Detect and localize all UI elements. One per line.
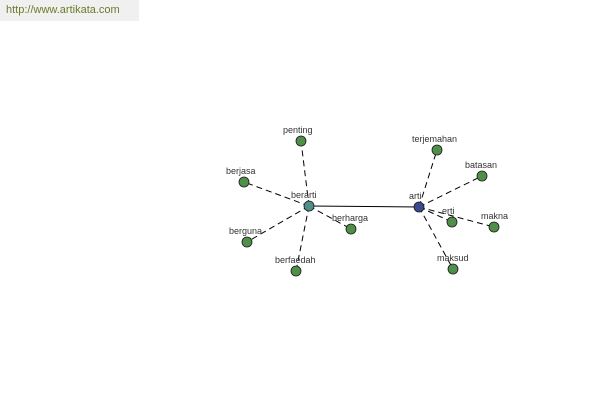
edge-berarti-berharga: [308, 205, 352, 230]
edge-berarti-penting: [300, 140, 310, 207]
label-berarti[interactable]: berarti: [291, 190, 317, 200]
node-makna[interactable]: [488, 221, 500, 233]
edge-berarti-berfaedah: [295, 205, 310, 272]
label-berguna[interactable]: berguna: [229, 226, 262, 236]
node-berguna[interactable]: [241, 236, 253, 248]
label-maksud[interactable]: maksud: [437, 253, 469, 263]
node-erti[interactable]: [446, 216, 458, 228]
node-berfaedah[interactable]: [290, 265, 302, 277]
node-batasan[interactable]: [476, 170, 488, 182]
edge-berarti-arti: [308, 205, 420, 208]
edge-arti-erti: [418, 206, 453, 223]
label-penting[interactable]: penting: [283, 125, 313, 135]
node-maksud[interactable]: [447, 263, 459, 275]
label-berfaedah[interactable]: berfaedah: [275, 255, 316, 265]
node-berharga[interactable]: [345, 223, 357, 235]
label-erti[interactable]: erti: [442, 206, 455, 216]
edge-arti-terjemahan: [418, 149, 438, 208]
label-arti[interactable]: arti: [409, 191, 422, 201]
edge-arti-maksud: [418, 206, 454, 270]
label-batasan[interactable]: batasan: [465, 160, 497, 170]
node-terjemahan[interactable]: [431, 144, 443, 156]
edge-berarti-berguna: [246, 205, 310, 243]
node-berjasa[interactable]: [238, 176, 250, 188]
graph-labels: penting berjasa berguna berfaedah berharga te…: [226, 125, 508, 265]
label-berharga[interactable]: berharga: [332, 213, 368, 223]
node-arti[interactable]: [413, 201, 425, 213]
graph-nodes: [238, 135, 500, 277]
node-penting[interactable]: [295, 135, 307, 147]
source-url-link[interactable]: http://www.artikata.com: [0, 0, 139, 21]
edge-arti-batasan: [418, 175, 483, 208]
label-terjemahan[interactable]: terjemahan: [412, 134, 457, 144]
edge-arti-makna: [418, 206, 495, 228]
graph-edges: [243, 140, 495, 272]
edge-berarti-berjasa: [243, 181, 310, 207]
label-makna[interactable]: makna: [481, 211, 508, 221]
label-berjasa[interactable]: berjasa: [226, 166, 256, 176]
node-berarti[interactable]: [303, 200, 315, 212]
